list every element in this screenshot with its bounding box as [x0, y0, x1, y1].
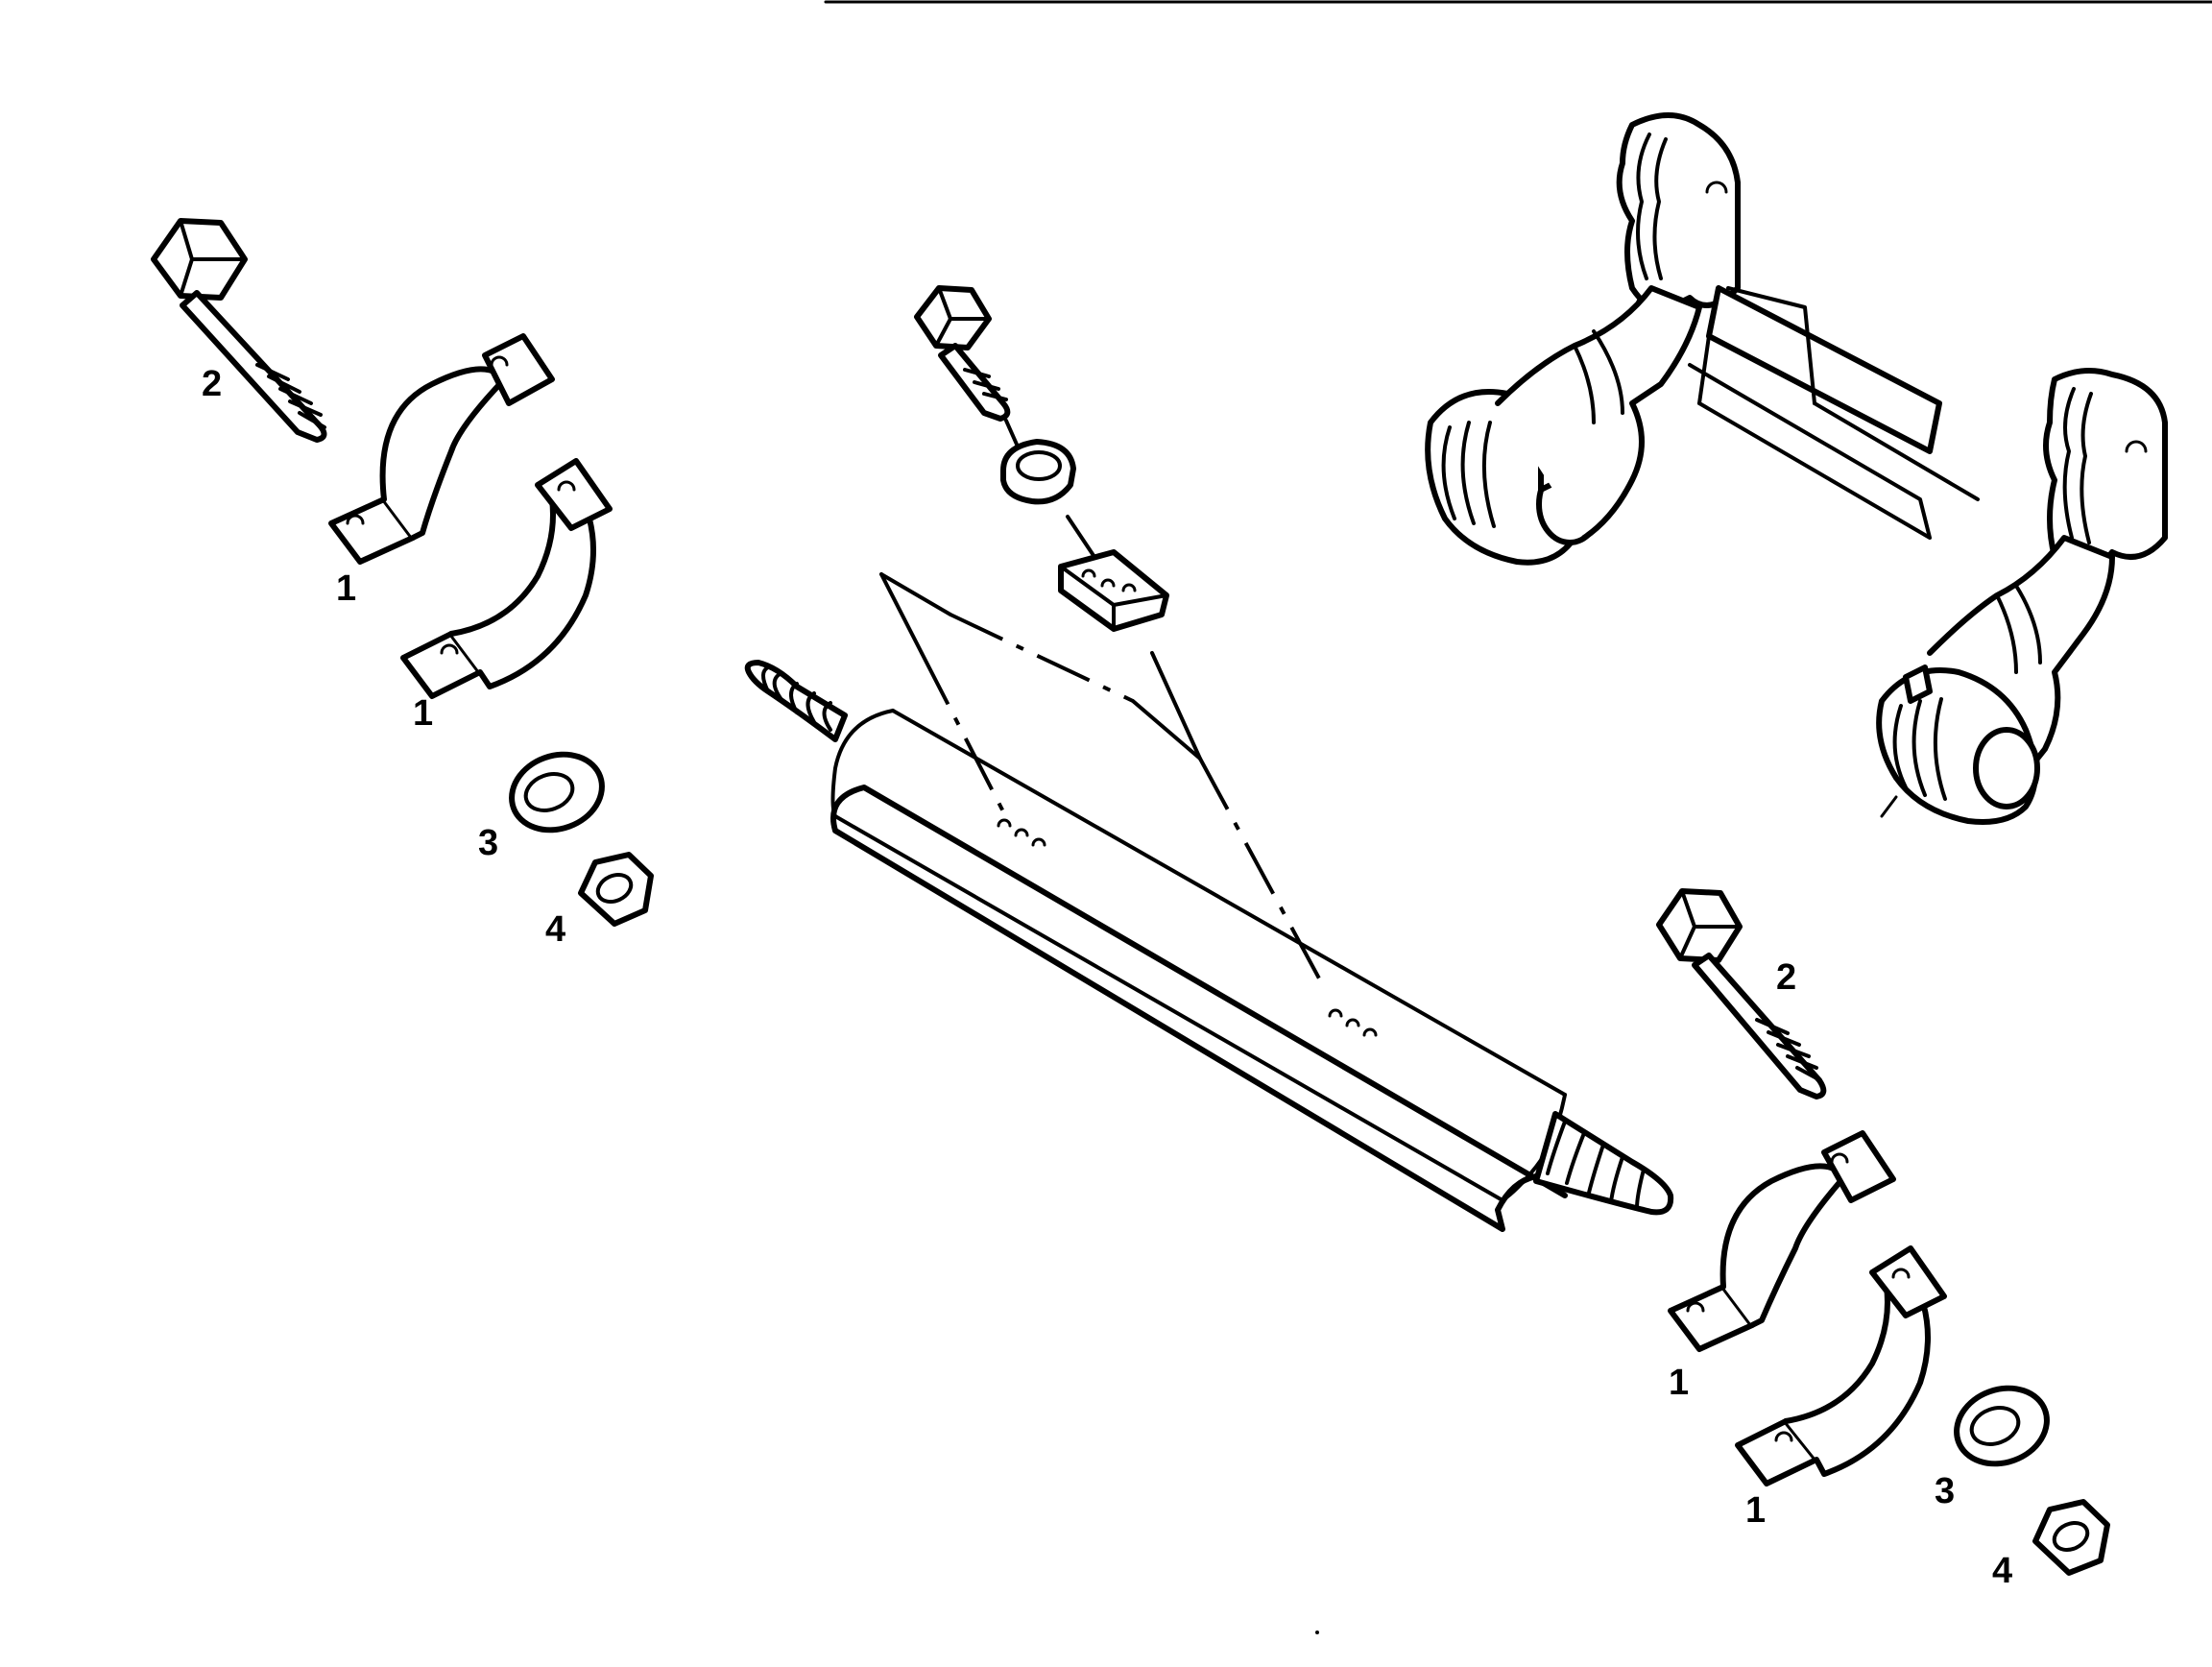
callout-left-nut: 4	[545, 909, 565, 950]
left-nut	[578, 852, 654, 927]
callout-left-washer: 3	[478, 823, 498, 863]
center-shaft	[744, 660, 1674, 1232]
callout-right-washer: 3	[1935, 1471, 1955, 1511]
right-clamp-upper	[1668, 1130, 1896, 1352]
bracket-assembly	[1425, 112, 2168, 825]
right-nut	[2032, 1499, 2110, 1576]
center-washer	[1000, 439, 1076, 505]
stray-mark	[1315, 1631, 1319, 1634]
right-washer	[1954, 1385, 2050, 1467]
left-clamp-upper	[328, 333, 555, 565]
center-bolt	[914, 285, 1011, 422]
callout-right-bolt: 2	[1776, 957, 1796, 998]
left-washer	[509, 751, 605, 834]
right-bolt	[1656, 888, 1827, 1099]
callout-right-nut: 4	[1992, 1551, 2012, 1591]
callout-left-clamp-lower: 1	[413, 693, 433, 734]
left-clamp-lower	[400, 458, 613, 699]
leader-lines	[879, 572, 1327, 990]
right-clamp-lower	[1735, 1245, 1947, 1486]
callout-left-clamp-upper: 1	[336, 568, 356, 609]
callout-left-bolt: 2	[202, 364, 222, 404]
center-block	[1058, 549, 1169, 632]
center-washer-leader	[1066, 515, 1096, 559]
callout-right-clamp-upper: 1	[1669, 1363, 1689, 1403]
callout-right-clamp-lower: 1	[1745, 1490, 1766, 1531]
left-bolt	[151, 218, 327, 443]
center-bolt-leader	[1004, 419, 1020, 448]
